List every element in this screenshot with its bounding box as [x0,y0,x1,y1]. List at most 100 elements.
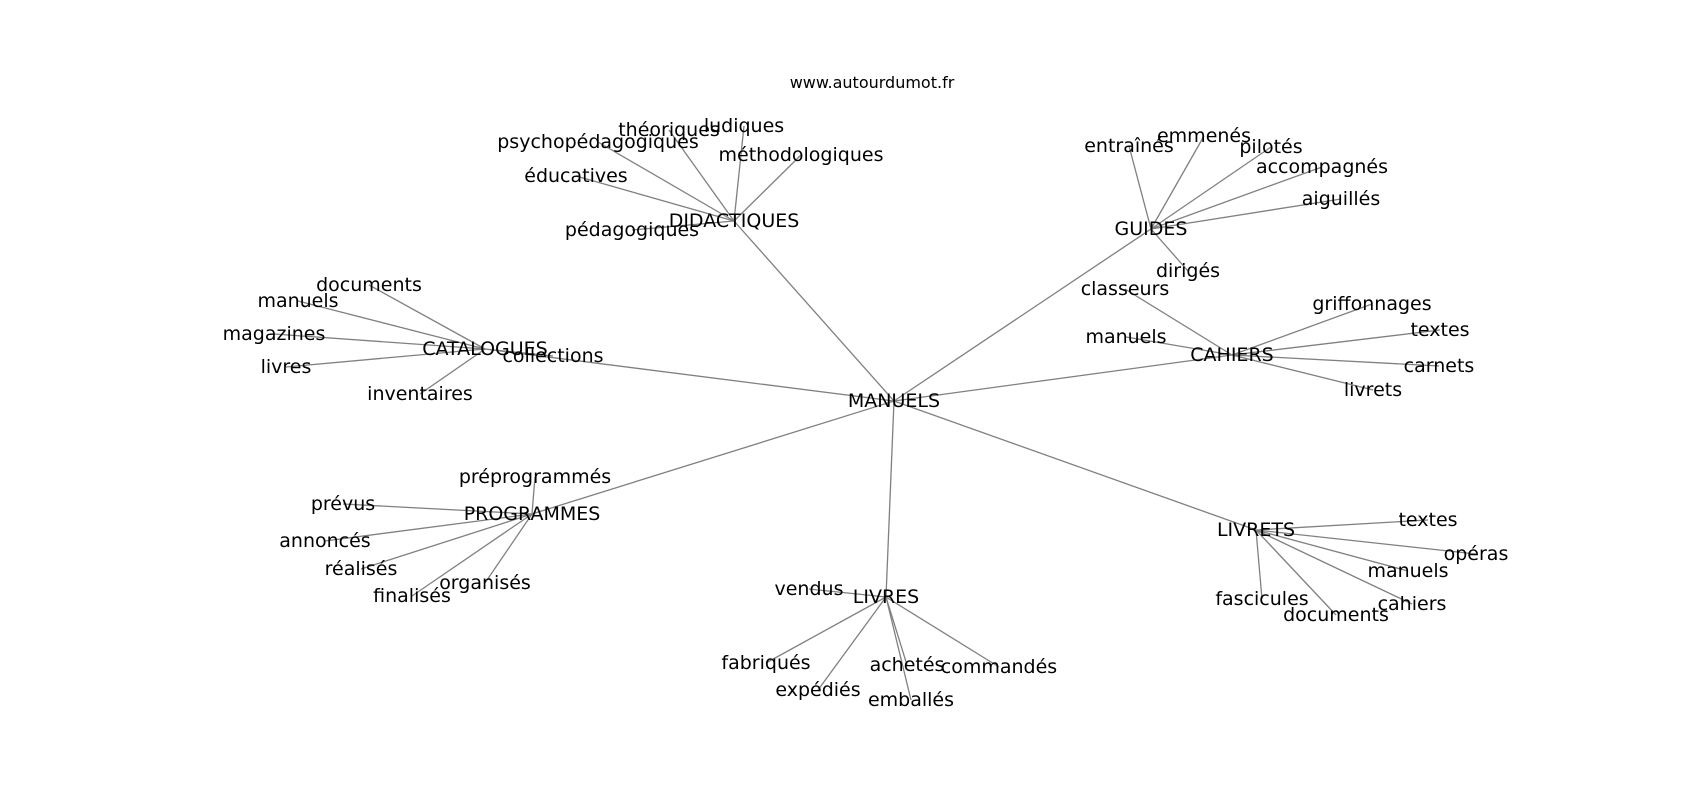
edge-livrets-leaf [1255,529,1477,555]
edge-programmes-leaf [531,476,536,515]
edge-guides-leaf [1128,145,1152,230]
graph-edges [273,125,1477,701]
edge-cahiers-leaf [1231,354,1374,391]
edge-cahiers-leaf [1231,354,1440,367]
edge-livrets-leaf [1255,529,1413,605]
hub-node-label: DIDACTIQUES [669,210,800,232]
leaf-node-label: collections [502,345,603,367]
hub-node-label: LIVRES [853,586,919,608]
edge-guides-leaf [1150,166,1323,230]
edge-cahiers-leaf [1124,288,1233,356]
hub-node-label: CAHIERS [1190,344,1273,366]
graph-labels: www.autourdumot.fr MANUELS DIDACTIQUES psy… [223,73,1509,711]
edge-didactiques-leaf [631,220,735,231]
leaf-node-label: annoncés [279,530,370,552]
hub-node-label: GUIDES [1115,218,1188,240]
leaf-node-label: griffonnages [1312,293,1431,315]
leaf-node-label: pilotés [1239,136,1302,158]
leaf-node-label: théoriques [618,119,720,141]
leaf-node-label: vendus [775,578,844,600]
edge-programmes-leaf [342,503,533,515]
edge-guides-leaf [1150,198,1342,230]
edge-cahiers-leaf [1231,329,1441,356]
edge-programmes-leaf [360,513,533,570]
leaf-node-label: livrets [1344,379,1402,401]
leaf-node-label: carnets [1404,355,1475,377]
edge-catalogues-leaf [368,284,486,350]
edge-programmes-leaf [484,513,533,584]
leaf-node-label: magazines [223,323,326,345]
leaf-node-label: entraînés [1084,135,1174,157]
leaf-node-label: organisés [439,572,531,594]
leaf-node-label: livres [261,356,312,378]
root-node-label: MANUELS [848,390,940,412]
leaf-node-label: achetés [870,654,945,676]
edge-livres-leaf [765,596,887,664]
edge-livrets-leaf [1255,529,1409,572]
edge-programmes-leaf [324,513,533,542]
edge-guides-leaf [1150,228,1189,272]
edge-catalogues-leaf [419,348,486,395]
leaf-node-label: emmenés [1157,125,1251,147]
edge-didactiques-leaf [668,129,735,222]
leaf-node-label: prévus [311,493,375,515]
site-credit: www.autourdumot.fr [790,73,955,92]
hub-node-label: PROGRAMMES [464,503,601,525]
edge-root-livrets [893,400,1257,531]
leaf-node-label: emballés [868,689,954,711]
leaf-node-label: réalisés [325,558,398,580]
edge-catalogues-leaf [484,348,554,357]
leaf-node-label: accompagnés [1256,156,1388,178]
edge-guides-leaf [1150,146,1272,230]
leaf-node-label: finalisés [373,585,451,607]
edge-didactiques-leaf [597,141,735,222]
leaf-node-label: préprogrammés [459,466,611,488]
leaf-node-label: expédiés [775,679,860,701]
edge-livres-leaf [885,596,908,666]
leaf-node-label: documents [1283,604,1389,626]
edge-didactiques-leaf [733,125,745,222]
leaf-node-label: pédagogiques [565,219,699,241]
leaf-node-label: ludiques [704,115,784,137]
leaf-node-label: commandés [941,656,1057,678]
leaf-node-label: dirigés [1156,260,1220,282]
edge-cahiers-leaf [1231,303,1373,356]
edge-root-catalogues [484,348,895,402]
edge-programmes-leaf [411,513,533,597]
leaf-node-label: fabriqués [721,652,810,674]
hub-node-label: LIVRETS [1217,519,1295,541]
leaf-node-label: fascicules [1215,588,1308,610]
edge-cahiers-leaf [1125,336,1233,356]
edge-livrets-leaf [1255,529,1337,616]
leaf-node-label: méthodologiques [719,144,884,166]
leaf-node-label: manuels [257,290,338,312]
edge-livres-leaf [817,596,887,691]
leaf-node-label: psychopédagogiques [497,131,699,153]
edge-livres-leaf [808,588,887,598]
leaf-node-label: textes [1398,509,1457,531]
hub-node-label: CATALOGUES [422,338,547,360]
edge-livrets-leaf [1255,529,1263,600]
leaf-node-label: manuels [1085,326,1166,348]
edge-livrets-leaf [1255,519,1429,531]
edge-catalogues-leaf [285,348,486,368]
leaf-node-label: aiguillés [1302,188,1380,210]
leaf-node-label: classeurs [1081,278,1170,300]
leaf-node-label: manuels [1367,560,1448,582]
leaf-node-label: éducatives [524,165,627,187]
leaf-node-label: textes [1410,319,1469,341]
edge-didactiques-leaf [733,154,802,222]
edge-root-guides [893,228,1152,402]
leaf-node-label: documents [316,274,422,296]
leaf-node-label: cahiers [1378,593,1447,615]
edge-root-didactiques [733,220,895,402]
leaf-node-label: opéras [1444,543,1509,565]
edge-root-programmes [531,400,895,515]
edge-catalogues-leaf [273,333,486,350]
edge-didactiques-leaf [575,175,735,222]
edge-root-cahiers [893,354,1233,402]
edge-catalogues-leaf [297,300,486,350]
edge-root-livres [885,400,895,598]
edge-livres-leaf [885,596,1000,668]
